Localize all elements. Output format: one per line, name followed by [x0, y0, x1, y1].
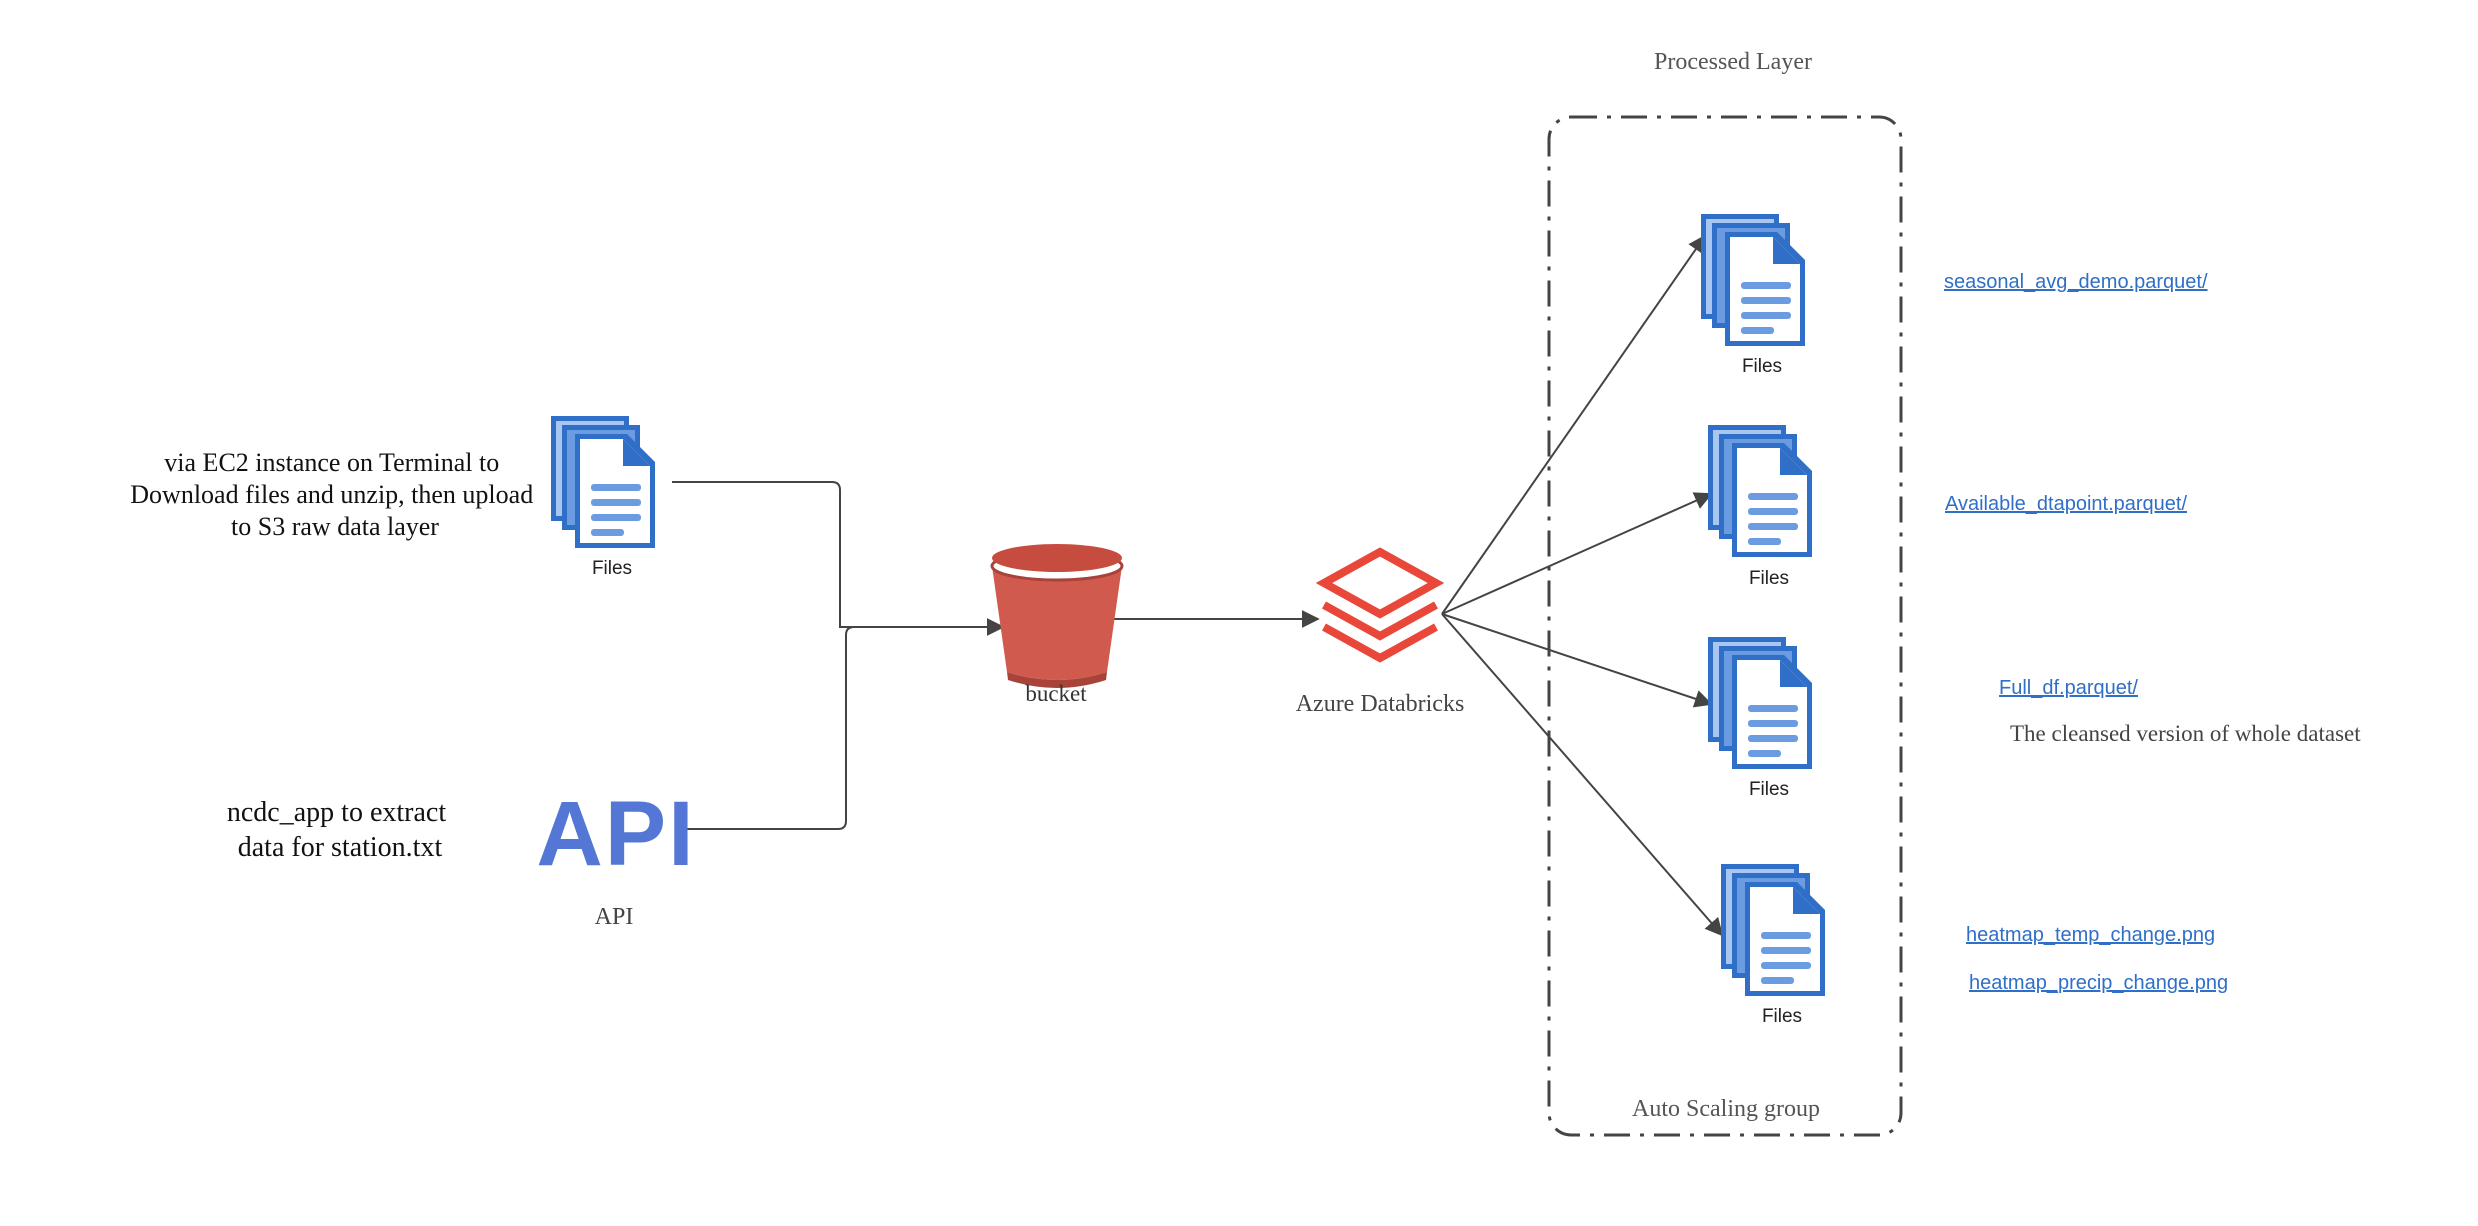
files-icon	[1701, 214, 1805, 346]
output-link-full-df[interactable]: Full_df.parquet/	[1999, 677, 2138, 699]
output-files-node: Files	[1708, 637, 1812, 800]
files-icon	[1708, 425, 1812, 557]
output-link-text[interactable]: seasonal_avg_demo.parquet/	[1944, 271, 2208, 293]
description-line: ncdc_app to extract	[227, 797, 446, 828]
processed-layer-title: Processed Layer	[1654, 49, 1812, 75]
output-link-text[interactable]: heatmap_temp_change.png	[1966, 924, 2215, 946]
output-link-available-datapoint[interactable]: Available_dtapoint.parquet/	[1945, 493, 2187, 515]
output-files-label: Files	[1749, 779, 1789, 800]
api-node: API API	[536, 783, 695, 930]
connector-databricks-to-output-1	[1441, 234, 1707, 615]
connector-api-to-bucket	[683, 626, 1003, 830]
bucket-icon	[990, 544, 1124, 688]
description-line: via EC2 instance on Terminal to	[164, 448, 499, 477]
connector-databricks-to-output-2	[1441, 492, 1713, 615]
source-files-node: Files	[551, 416, 655, 579]
bucket-label: bucket	[1025, 681, 1087, 706]
output-files-label: Files	[1749, 568, 1789, 589]
files-icon	[551, 416, 655, 548]
output-link-text[interactable]: Full_df.parquet/	[1999, 677, 2138, 699]
connector-files-to-bucket	[672, 481, 1005, 636]
api-icon: API	[536, 783, 695, 885]
source-files-label: Files	[592, 558, 632, 579]
bucket-node: bucket	[990, 544, 1124, 706]
auto-scaling-group-label: Auto Scaling group	[1632, 1096, 1820, 1122]
output-link-heatmap-precip[interactable]: heatmap_precip_change.png	[1969, 972, 2228, 994]
output-files-label: Files	[1762, 1006, 1802, 1027]
description-line: to S3 raw data layer	[231, 512, 439, 541]
connector-databricks-to-output-3	[1441, 613, 1713, 708]
databricks-icon	[1315, 547, 1445, 663]
files-icon	[1708, 637, 1812, 769]
api-description: ncdc_app to extract data for station.txt	[227, 797, 453, 863]
databricks-label: Azure Databricks	[1296, 691, 1465, 717]
output-link-heatmap-temp[interactable]: heatmap_temp_change.png	[1966, 924, 2215, 946]
api-label: API	[595, 904, 634, 930]
output-note: The cleansed version of whole dataset	[2010, 721, 2361, 746]
connector-databricks-to-output-4	[1441, 613, 1724, 937]
description-line: data for station.txt	[238, 832, 443, 863]
source-files-description: via EC2 instance on Terminal to Download…	[130, 448, 539, 541]
output-files-label: Files	[1742, 356, 1782, 377]
output-link-text[interactable]: Available_dtapoint.parquet/	[1945, 493, 2187, 515]
databricks-node: Azure Databricks	[1296, 547, 1465, 717]
auto-scaling-group-container	[1547, 115, 1903, 1137]
description-line: Download files and unzip, then upload	[130, 480, 533, 509]
output-files-node: Files	[1708, 425, 1812, 589]
connector-lines	[672, 234, 1724, 937]
output-link-seasonal-avg[interactable]: seasonal_avg_demo.parquet/	[1944, 271, 2208, 293]
output-files-node: Files	[1721, 864, 1825, 1027]
files-icon	[1721, 864, 1825, 996]
output-files-node: Files	[1701, 214, 1805, 377]
output-link-text[interactable]: heatmap_precip_change.png	[1969, 972, 2228, 994]
